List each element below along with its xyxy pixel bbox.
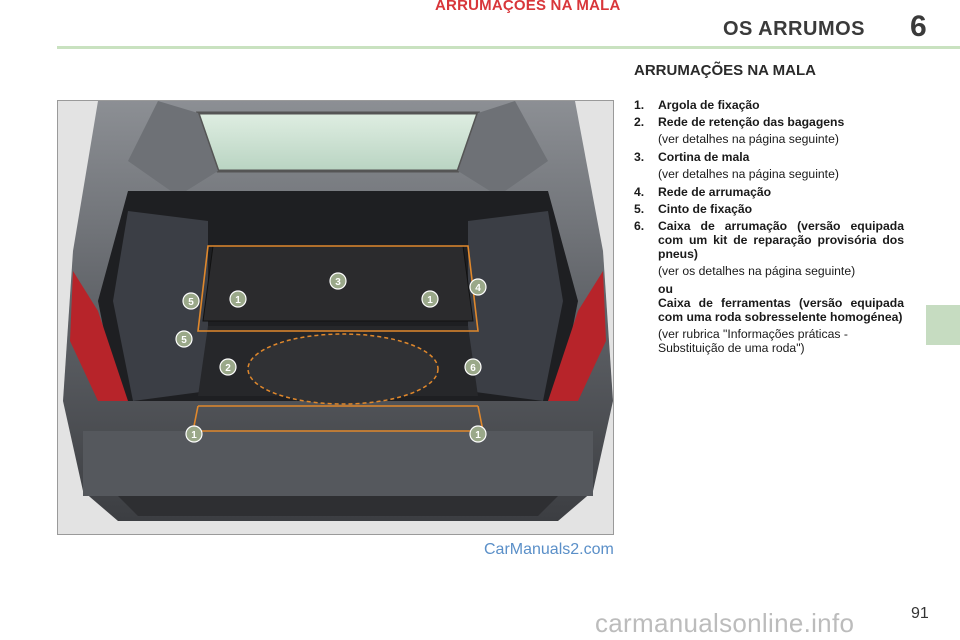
trunk-illustration: 1 1 1 1 2 3 4 5 5 6 <box>57 100 614 535</box>
chapter-tab <box>926 305 960 345</box>
marker-1-bottom-right-label: 1 <box>475 430 481 441</box>
legend-item-number: 4. <box>634 185 645 199</box>
marker-3-label: 3 <box>335 277 341 288</box>
marker-4: 4 <box>469 278 487 296</box>
legend-item-label: Argola de fixação <box>658 98 760 112</box>
marker-6-label: 6 <box>470 363 476 374</box>
legend-item-label-alt: Caixa de ferramentas (versão equipada co… <box>658 296 904 324</box>
site-watermark: carmanualsonline.info <box>595 608 855 638</box>
legend-item-number: 1. <box>634 98 645 112</box>
marker-1-top-left: 1 <box>229 290 247 308</box>
legend-item-note-alt: (ver rubrica "Informações práticas - Sub… <box>658 327 848 355</box>
legend-item-1: 1. Argola de fixação <box>634 98 904 112</box>
legend-item-number: 6. <box>634 219 645 233</box>
legend-item-label: Rede de retenção das bagagens <box>658 115 845 129</box>
legend-item-or: ou <box>658 282 673 296</box>
marker-4-label: 4 <box>475 283 481 294</box>
marker-5-lower: 5 <box>175 330 193 348</box>
legend-list: 1. Argola de fixação 2. Rede de retenção… <box>634 98 904 359</box>
rear-window <box>195 111 481 173</box>
legend-item-number: 2. <box>634 115 645 129</box>
right-tail-light <box>548 271 606 401</box>
legend-item-4: 4. Rede de arrumação <box>634 185 904 199</box>
legend-item-note: (ver detalhes na página seguinte) <box>658 132 839 146</box>
legend-item-number: 3. <box>634 150 645 164</box>
carmanuals-watermark: CarManuals2.com <box>484 541 614 558</box>
marker-3: 3 <box>329 272 347 290</box>
chapter-number: 6 <box>910 10 927 43</box>
legend-item-note: (ver os detalhes na página seguinte) <box>658 264 856 278</box>
marker-2: 2 <box>219 358 237 376</box>
legend-item-note: (ver detalhes na página seguinte) <box>658 167 839 181</box>
page-number: 91 <box>911 605 929 622</box>
top-heading: ARRUMAÇÕES NA MALA <box>435 0 621 14</box>
marker-1-bottom-right: 1 <box>469 425 487 443</box>
header-rule <box>57 46 960 49</box>
section-title: ARRUMAÇÕES NA MALA <box>634 62 816 79</box>
marker-1-top-left-label: 1 <box>235 295 241 306</box>
legend-item-label: Cinto de fixação <box>658 202 753 216</box>
bumper <box>83 431 593 496</box>
marker-6: 6 <box>464 358 482 376</box>
chapter-title: OS ARRUMOS <box>722 18 865 40</box>
left-tail-light <box>70 271 128 401</box>
legend-item-label: Rede de arrumação <box>658 185 772 199</box>
left-side-panel <box>113 211 208 401</box>
marker-1-top-right-label: 1 <box>427 295 433 306</box>
marker-5-upper: 5 <box>182 292 200 310</box>
marker-1-bottom-left: 1 <box>185 425 203 443</box>
legend-item-label: Caixa de arrumação (versão equi­pada com… <box>658 219 904 261</box>
legend-item-6: 6. Caixa de arrumação (versão equi­pada … <box>634 219 904 359</box>
legend-item-number: 5. <box>634 202 645 216</box>
legend-item-label: Cortina de mala <box>658 150 750 164</box>
spare-wheel-well <box>247 333 439 405</box>
marker-2-label: 2 <box>225 363 231 374</box>
legend-item-3: 3. Cortina de mala (ver detalhes na pági… <box>634 150 904 185</box>
marker-1-bottom-left-label: 1 <box>191 430 197 441</box>
marker-5-upper-label: 5 <box>188 297 194 308</box>
marker-1-top-right: 1 <box>421 290 439 308</box>
right-side-panel <box>468 211 563 401</box>
legend-item-5: 5. Cinto de fixação <box>634 202 904 216</box>
marker-5-lower-label: 5 <box>181 335 187 346</box>
legend-item-2: 2. Rede de retenção das bagagens (ver de… <box>634 115 904 150</box>
